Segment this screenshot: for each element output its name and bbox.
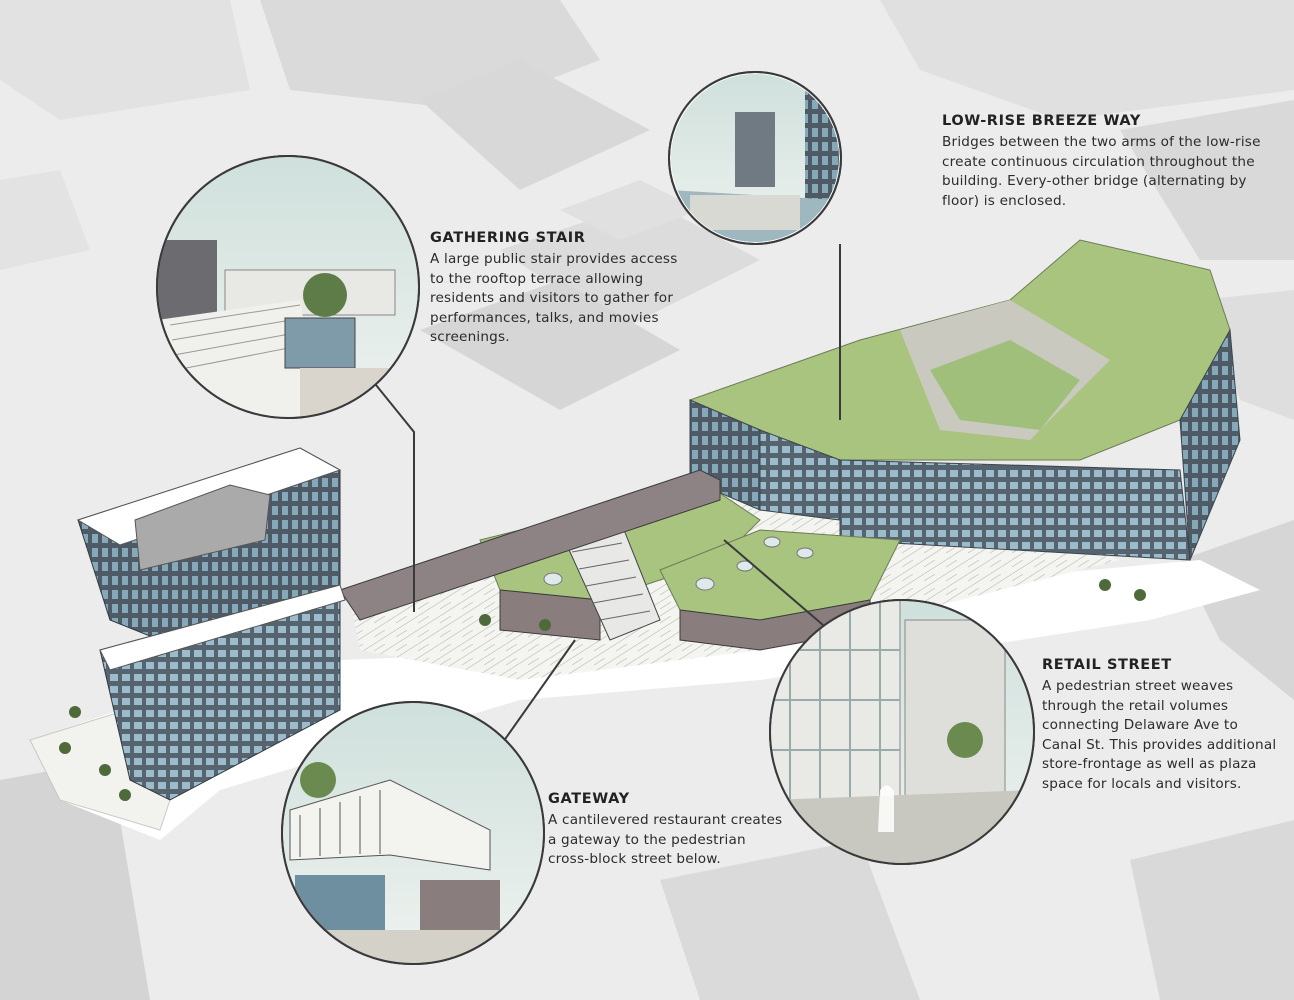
callout-breeze-way: LOW-RISE BREEZE WAY Bridges between the … xyxy=(942,112,1272,211)
gathering-stair-vignette xyxy=(156,155,420,419)
callout-gateway-title: GATEWAY xyxy=(548,791,630,807)
callout-breeze-way-body: Bridges between the two arms of the low-… xyxy=(942,134,1261,209)
breeze-way-vignette xyxy=(668,71,842,245)
callout-retail-street-title: RETAIL STREET xyxy=(1042,657,1172,673)
callout-gathering-stair: GATHERING STAIR A large public stair pro… xyxy=(430,229,690,348)
callout-gathering-stair-title: GATHERING STAIR xyxy=(430,230,586,246)
leader-lines xyxy=(375,244,841,753)
street-trees xyxy=(59,579,1146,801)
callout-gateway: GATEWAY A cantilevered restaurant create… xyxy=(548,790,788,870)
callout-gateway-body: A cantilevered restaurant creates a gate… xyxy=(548,812,783,867)
callout-breeze-way-title: LOW-RISE BREEZE WAY xyxy=(942,113,1141,129)
callout-retail-street-body: A pedestrian street weaves through the r… xyxy=(1042,678,1277,792)
retail-street-vignette xyxy=(769,599,1035,865)
residential-tower xyxy=(76,447,346,801)
gateway-vignette xyxy=(281,701,545,965)
callout-retail-street: RETAIL STREET A pedestrian street weaves… xyxy=(1042,656,1282,794)
podium-bar xyxy=(339,469,721,621)
callout-gathering-stair-body: A large public stair provides access to … xyxy=(430,251,678,345)
low-rise-building xyxy=(688,239,1241,561)
